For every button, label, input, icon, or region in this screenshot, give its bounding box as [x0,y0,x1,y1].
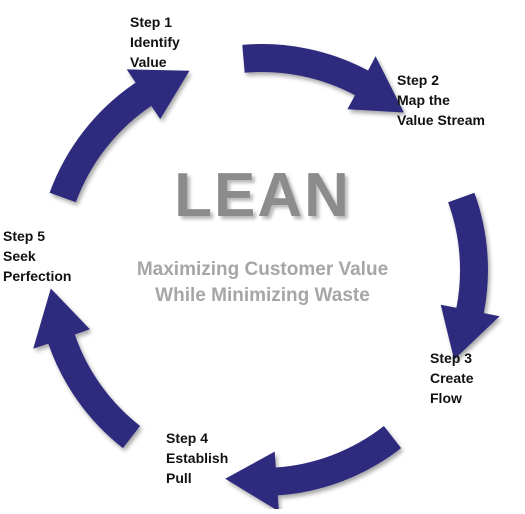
step-3-line-1: Step 3 [430,350,473,366]
cycle-arrow-4-to-5 [33,288,141,449]
step-5-line-3: Perfection [3,268,72,284]
step-3-line-3: Flow [430,390,462,406]
step-4-label: Step 4 Establish Pull [166,428,228,488]
step-4-line-3: Pull [166,470,192,486]
lean-title: LEAN [174,161,351,230]
step-1-line-3: Value [130,54,167,70]
step-2-line-3: Value Stream [397,112,485,128]
step-1-line-1: Step 1 [130,14,173,30]
step-3-line-2: Create [430,370,474,386]
subtitle: Maximizing Customer Value While Minimizi… [0,257,525,309]
step-5-line-2: Seek [3,248,36,264]
subtitle-line-2: While Minimizing Waste [155,285,370,306]
cycle-arrow-3-to-4 [225,426,402,512]
cycle-arrow-1-to-2 [242,44,404,113]
step-2-line-2: Map the [397,92,450,108]
step-4-line-1: Step 4 [166,430,209,446]
step-1-line-2: Identify [130,34,180,50]
step-2-label: Step 2 Map the Value Stream [397,70,485,130]
step-2-line-1: Step 2 [397,72,440,88]
subtitle-line-1: Maximizing Customer Value [136,259,389,280]
cycle-arrow-2-to-3 [440,192,500,360]
cycle-arrow-5-to-1 [49,69,190,203]
step-3-label: Step 3 Create Flow [430,348,474,408]
step-1-label: Step 1 Identify Value [130,12,180,72]
step-5-label: Step 5 Seek Perfection [3,226,71,286]
step-5-line-1: Step 5 [3,228,46,244]
step-4-line-2: Establish [166,450,229,466]
